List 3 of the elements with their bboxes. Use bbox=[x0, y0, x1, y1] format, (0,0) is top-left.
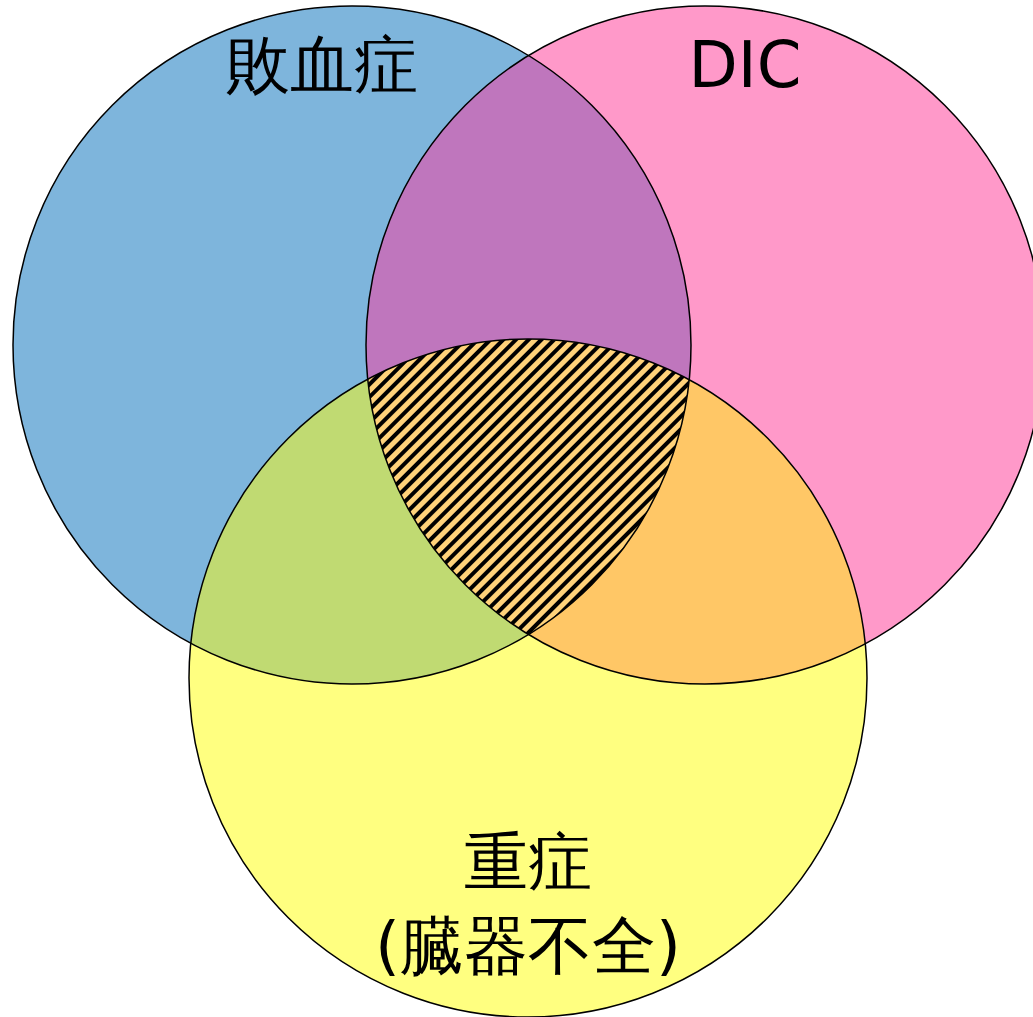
set-label: 敗血症 bbox=[225, 27, 419, 104]
set-label: 重症(臓器不全) bbox=[374, 824, 682, 985]
set-label: DIC bbox=[687, 27, 803, 104]
